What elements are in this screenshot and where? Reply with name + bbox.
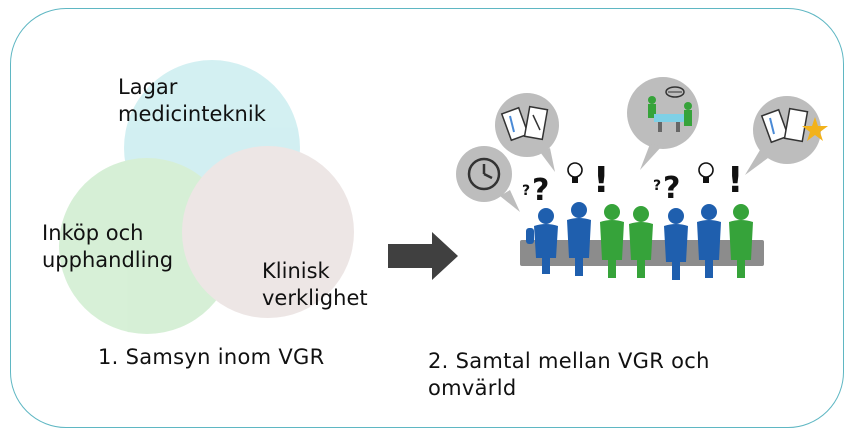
person-icon bbox=[729, 204, 753, 278]
person-icon bbox=[697, 204, 721, 278]
person-icon bbox=[629, 206, 653, 278]
venn-label-lagar: Lagar medicinteknik bbox=[118, 75, 266, 126]
speech-bubble-document bbox=[495, 93, 559, 172]
venn-label-klinisk: Klinisk verklighet bbox=[262, 259, 368, 310]
thought-symbols: ? ? ! ? ? ! bbox=[522, 160, 743, 208]
arrow-right-icon bbox=[388, 232, 458, 280]
venn-circle-klinisk bbox=[182, 146, 354, 318]
person-icon bbox=[526, 208, 558, 274]
venn-label-inkop: Inköp och upphandling bbox=[42, 221, 174, 272]
document-star-icon bbox=[760, 107, 828, 144]
caption-samsyn: 1. Samsyn inom VGR bbox=[98, 345, 325, 369]
venn-diagram bbox=[59, 60, 354, 334]
question-mark-icon: ? bbox=[663, 171, 680, 206]
diagram-graphics: ? ? ! ? ? ! bbox=[59, 60, 828, 334]
document-icon bbox=[500, 105, 549, 142]
caption-samtal: 2. Samtal mellan VGR och omvärld bbox=[428, 349, 710, 400]
speech-bubble-clock bbox=[456, 146, 520, 212]
question-mark-icon: ? bbox=[653, 178, 661, 194]
question-mark-icon: ? bbox=[522, 183, 530, 199]
star-icon bbox=[802, 117, 828, 141]
lightbulb-icon bbox=[698, 162, 714, 183]
people-group bbox=[526, 202, 753, 280]
person-icon bbox=[600, 204, 624, 278]
lightbulb-icon bbox=[567, 162, 583, 183]
person-icon bbox=[567, 202, 591, 276]
speech-bubble-document-star bbox=[745, 96, 828, 175]
question-mark-icon: ? bbox=[532, 173, 549, 208]
person-icon bbox=[664, 208, 688, 280]
exclamation-icon: ! bbox=[727, 160, 743, 201]
surgery-scene-icon bbox=[648, 86, 692, 132]
speech-bubble-surgery bbox=[627, 77, 699, 170]
clock-icon bbox=[467, 157, 501, 191]
exclamation-icon: ! bbox=[593, 160, 609, 201]
